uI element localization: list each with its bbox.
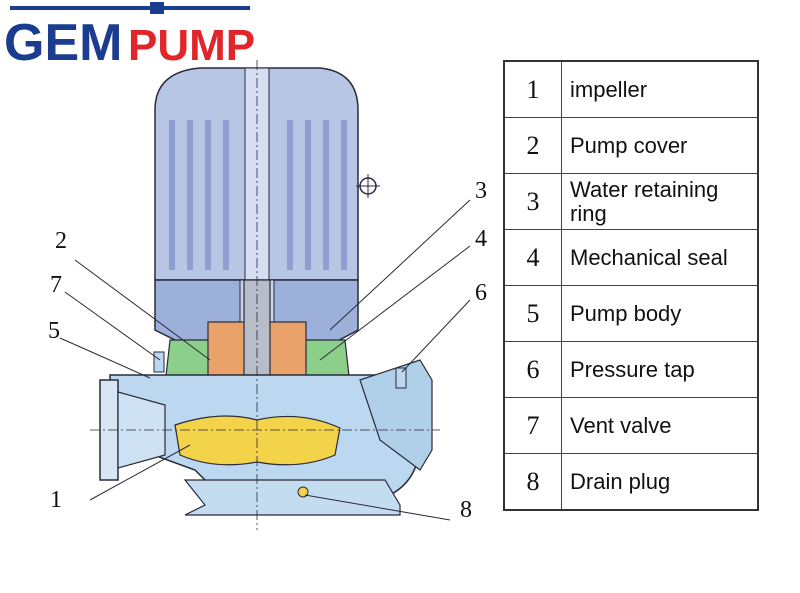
callout-1: 1 (50, 487, 62, 513)
gempump-logo: GEM PUMP (4, 2, 255, 72)
terminal-mark (356, 174, 380, 198)
legend-number: 7 (503, 397, 562, 454)
logo-text-gem: GEM (4, 14, 122, 72)
pump-base (183, 479, 401, 516)
legend-number: 5 (503, 285, 562, 342)
outlet-flange (359, 359, 433, 471)
legend-label: Water retaining ring (561, 173, 759, 230)
leader-lines (59, 199, 471, 521)
pump-cross-section-diagram: 2 7 5 3 4 6 1 8 (48, 60, 487, 530)
vent-valve (153, 351, 165, 373)
motor (154, 67, 359, 281)
legend-label: impeller (561, 60, 759, 118)
legend-label: Vent valve (561, 397, 759, 454)
legend-label: Pump cover (561, 117, 759, 174)
callout-5: 5 (48, 318, 60, 344)
callout-7: 7 (50, 272, 62, 298)
logo-text-pump: PUMP (128, 21, 255, 70)
legend-number: 1 (503, 60, 562, 118)
legend-label: Mechanical seal (561, 229, 759, 286)
legend-number: 4 (503, 229, 562, 286)
legend-label: Drain plug (561, 453, 759, 511)
impeller (174, 415, 341, 466)
callout-8: 8 (460, 497, 472, 523)
callout-4: 4 (475, 226, 487, 252)
callout-6: 6 (475, 280, 487, 306)
logo-bar-knob (150, 2, 164, 14)
legend-number: 2 (503, 117, 562, 174)
pressure-tap (395, 367, 407, 389)
legend-number: 6 (503, 341, 562, 398)
legend-label: Pump body (561, 285, 759, 342)
callout-3: 3 (475, 178, 487, 204)
legend-number: 8 (503, 453, 562, 511)
drain-plug (297, 486, 309, 498)
legend-number: 3 (503, 173, 562, 230)
callout-2: 2 (55, 228, 67, 254)
legend-label: Pressure tap (561, 341, 759, 398)
